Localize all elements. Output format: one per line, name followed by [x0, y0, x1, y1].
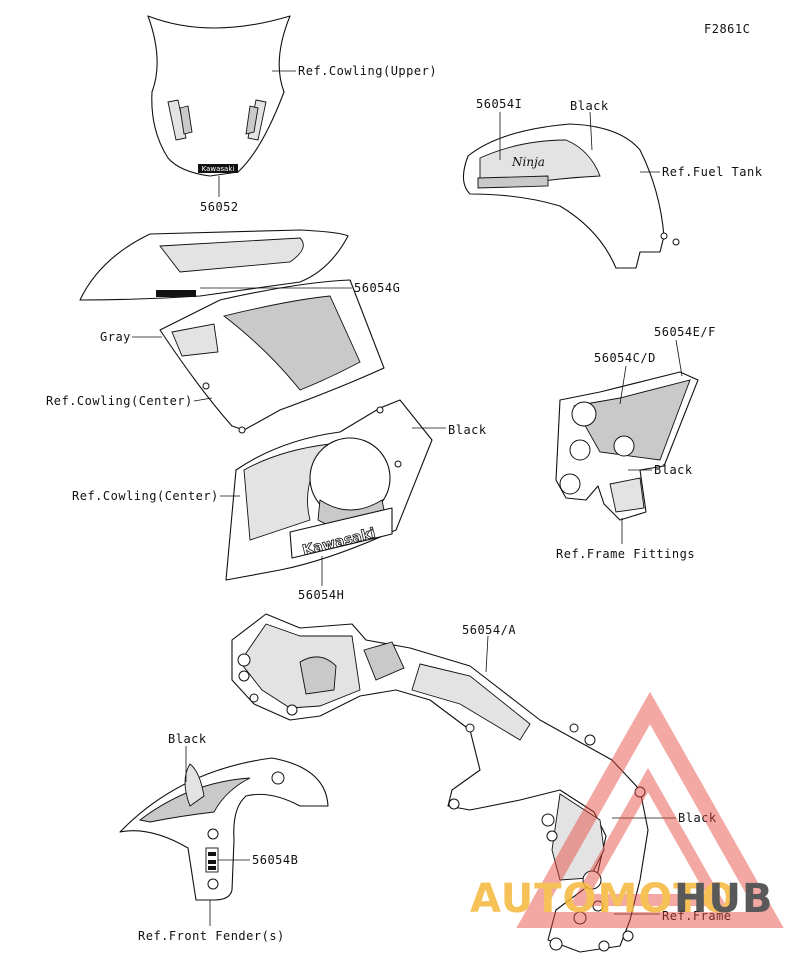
- label-black-tank: Black: [570, 99, 609, 113]
- label-cowling-center-ref-2: Ref.Cowling(Center): [72, 489, 219, 503]
- label-front-fender-ref: Ref.Front Fender(s): [138, 929, 285, 943]
- center-cowling-lower-part: Kawasaki: [225, 399, 433, 581]
- label-56052: 56052: [200, 200, 239, 214]
- center-cowling-upper-part: [79, 229, 385, 434]
- label-56054B: 56054B: [252, 853, 298, 867]
- label-56054H: 56054H: [298, 588, 344, 602]
- watermark-logo: AUTOMOTO HUB: [470, 691, 784, 928]
- label-56054I: 56054I: [476, 97, 522, 111]
- label-black-frame: Black: [678, 811, 717, 825]
- fuel-tank-part: Ninja: [462, 123, 680, 269]
- upper-cowling-part: Kawasaki: [147, 15, 291, 177]
- label-frame-fittings-ref: Ref.Frame Fittings: [556, 547, 695, 561]
- label-cowling-center-ref-1: Ref.Cowling(Center): [46, 394, 193, 408]
- label-56054G: 56054G: [354, 281, 400, 295]
- watermark-text-hub: HUB: [674, 876, 773, 922]
- main-frame-part: [231, 613, 649, 953]
- tank-logo-decal: Ninja: [511, 155, 545, 169]
- label-56054CD: 56054C/D: [594, 351, 656, 365]
- frame-fitting-part: [555, 371, 699, 521]
- windshield-logo-decal: Kawasaki: [202, 165, 235, 173]
- label-56054A: 56054/A: [462, 623, 516, 637]
- label-black-lower-cowl: Black: [448, 423, 487, 437]
- label-gray: Gray: [100, 330, 131, 344]
- label-black-fender: Black: [168, 732, 207, 746]
- watermark-text-automoto: AUTOMOTO: [470, 876, 737, 922]
- label-black-fitting: Black: [654, 463, 693, 477]
- figure-code: F2861C: [704, 22, 750, 36]
- label-cowling-upper-ref: Ref.Cowling(Upper): [298, 64, 437, 78]
- label-fuel-tank-ref: Ref.Fuel Tank: [662, 165, 763, 179]
- label-frame-ref: Ref.Frame: [662, 909, 732, 923]
- front-fender-part: [119, 757, 329, 901]
- label-56054EF: 56054E/F: [654, 325, 716, 339]
